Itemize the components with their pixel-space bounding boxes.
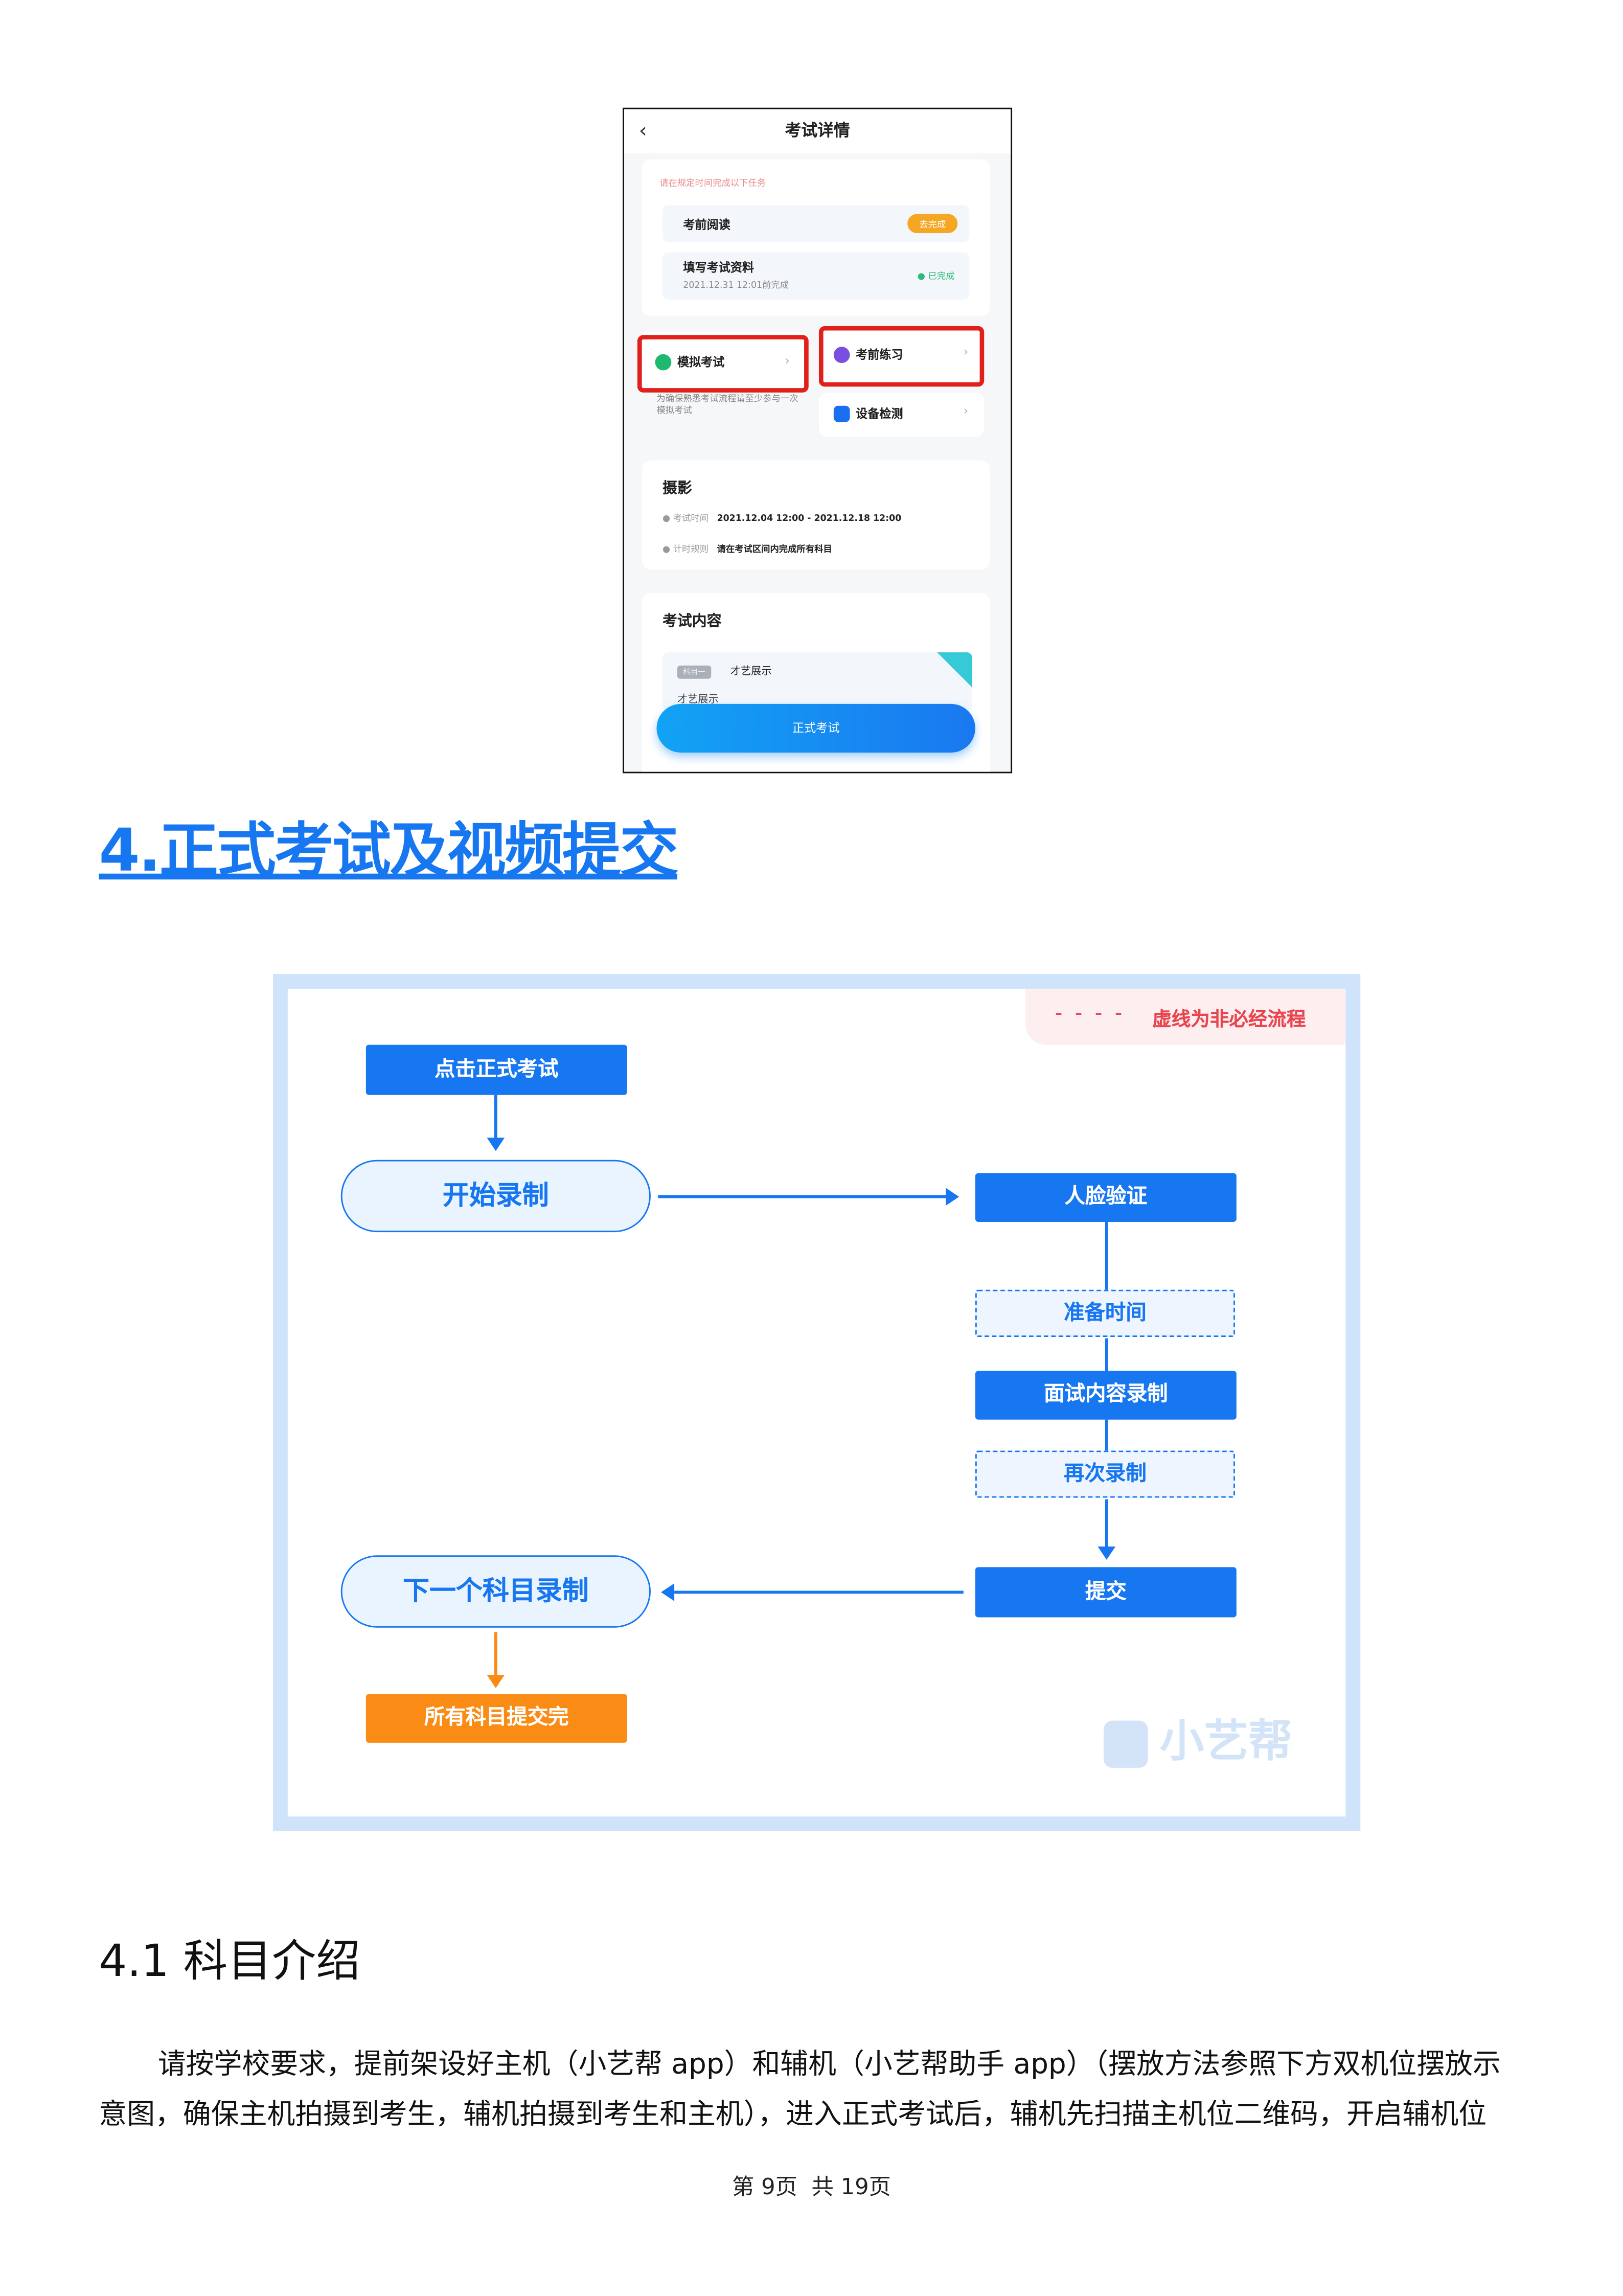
chevron-right-icon: › [785,354,790,368]
task-row[interactable]: 填写考试资料 2021.12.31 12:01前完成 ● 已完成 [662,252,970,300]
clock-icon: ● [662,513,671,524]
arrow-down-icon [1098,1546,1116,1560]
task-label: 填写考试资料 [683,261,754,275]
app-header: 考试详情 [624,109,1011,154]
arrow-down-icon [487,1675,505,1689]
highlight-box [818,326,985,387]
subject-desc: 才艺展示 [677,693,719,706]
start-exam-button[interactable]: 正式考试 [656,703,975,753]
subject-item[interactable]: 科目一 才艺展示 才艺展示 [662,652,973,712]
page-footer: 第 9页 共 19页 [732,2173,891,2200]
mock-exam-button[interactable]: 模拟考试 › [637,332,809,393]
node-all-done: 所有科目提交完 [365,1694,627,1743]
chevron-right-icon: › [963,345,969,359]
back-icon[interactable]: ‹ [638,119,648,143]
task-card: 请在规定时间完成以下任务 考前阅读 去完成 填写考试资料 2021.12.31 … [642,159,990,316]
rule-value: 请在考试区间内完成所有科目 [717,544,832,555]
dashed-line-icon: - - - - [1055,1002,1126,1026]
task-row[interactable]: 考前阅读 去完成 [662,205,970,242]
node-submit: 提交 [975,1567,1237,1618]
content-title: 考试内容 [662,613,722,630]
arrow-line [1105,1338,1108,1371]
watermark-text: 小艺帮 [1159,1716,1293,1768]
device-check-button[interactable]: 设备检测 › [818,392,985,437]
highlight-box [637,335,809,393]
done-label: 已完成 [928,271,955,282]
device-check-label: 设备检测 [856,407,903,421]
play-icon [833,347,850,363]
check-icon: ● [917,271,925,282]
subject-tag: 科目一 [677,665,712,679]
subsection-heading: 4.1 科目介绍 [99,1936,361,1988]
practice-label: 考前练习 [856,348,903,362]
task-deadline: 2021.12.31 12:01前完成 [683,280,789,291]
node-start-record: 开始录制 [340,1160,651,1233]
arrow-line [658,1195,948,1198]
task-hint: 请在规定时间完成以下任务 [659,178,766,189]
clock-icon: ● [662,544,671,555]
subject-name: 才艺展示 [730,665,772,677]
arrow-down-icon [487,1138,505,1151]
mock-exam-icon [655,354,672,371]
arrow-line [1105,1419,1108,1451]
practice-button[interactable]: 考前练习 › [818,326,985,387]
node-record-content: 面试内容录制 [975,1371,1237,1420]
arrow-left-icon [661,1583,675,1601]
time-label: 考试时间 [673,513,709,524]
arrow-line [674,1590,964,1594]
exam-info-card: 摄影 ● 考试时间 2021.12.04 12:00 - 2021.12.18 … [642,460,990,570]
node-click-exam: 点击正式考试 [365,1044,627,1095]
task-label: 考前阅读 [683,218,730,232]
node-next-subject: 下一个科目录制 [340,1555,651,1628]
arrow-line [494,1632,497,1676]
arrow-line [1105,1221,1108,1290]
mock-exam-label: 模拟考试 [677,355,725,369]
exam-name: 摄影 [662,481,692,497]
device-icon [833,405,850,422]
app-screenshot: 考试详情 ‹ 请在规定时间完成以下任务 考前阅读 去完成 填写考试资料 2021… [623,107,1013,774]
legend-label: 虚线为非必经流程 [1152,1009,1306,1032]
node-face-verify: 人脸验证 [975,1173,1237,1222]
corner-badge [936,652,973,688]
exam-content-card: 考试内容 科目一 才艺展示 才艺展示 正式考试 [642,593,990,772]
legend: - - - - 虚线为非必经流程 [1025,988,1346,1045]
logo-icon [1104,1720,1148,1767]
flowchart: - - - - 虚线为非必经流程 点击正式考试 开始录制 人脸验证 准备时间 面… [272,974,1361,1832]
section-heading[interactable]: 4.正式考试及视频提交 [99,817,678,885]
arrow-right-icon [946,1188,959,1206]
mock-exam-desc: 为确保熟悉考试流程请至少参与一次模拟考试 [656,394,798,416]
paragraph-line: 请按学校要求，提前架设好主机（小艺帮 app）和辅机（小艺帮助手 app）（摆放… [157,2048,1501,2081]
chevron-right-icon: › [963,404,969,418]
watermark-logo: 小艺帮 [1104,1704,1292,1769]
rule-label: 计时规则 [673,544,709,555]
app-title: 考试详情 [785,121,850,141]
paragraph-line: 意图，确保主机拍摄到考生，辅机拍摄到考生和主机），进入正式考试后，辅机先扫描主机… [99,2098,1487,2131]
todo-badge[interactable]: 去完成 [907,214,958,234]
done-status: ● 已完成 [918,268,955,282]
node-prep-time: 准备时间 [975,1289,1235,1337]
arrow-line [494,1095,497,1140]
arrow-line [1105,1499,1108,1550]
node-re-record: 再次录制 [975,1450,1235,1498]
time-value: 2021.12.04 12:00 - 2021.12.18 12:00 [717,513,902,524]
